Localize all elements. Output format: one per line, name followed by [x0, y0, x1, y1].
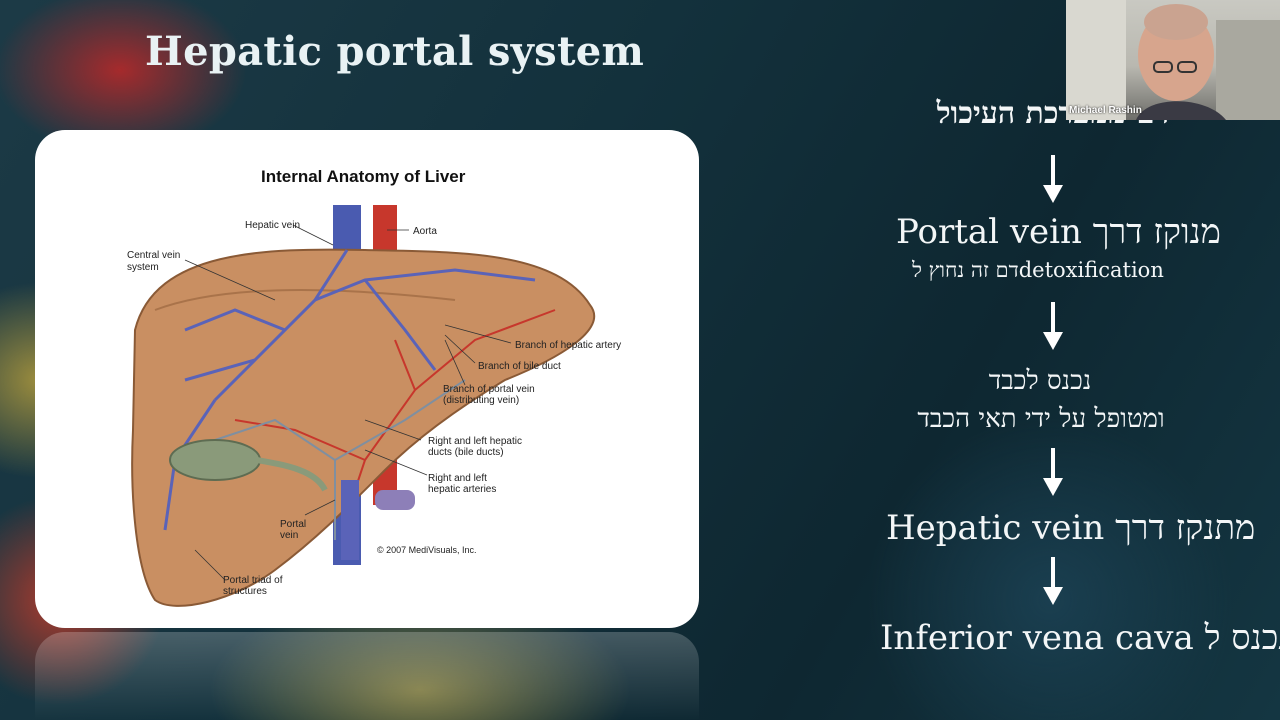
liver-figure-panel: Internal Anatomy of Liver [35, 130, 699, 628]
label-hepatic-vein: Hepatic vein [245, 220, 300, 231]
label-rl-arteries-1: Right and left [428, 473, 487, 484]
flow-step-4: Hepatic vein מתנקז דרך [886, 508, 1256, 548]
flow-step-2: Portal vein מנוקז דרך [896, 212, 1221, 252]
figure-reflection [35, 632, 699, 720]
down-arrow-icon [1043, 302, 1063, 350]
figure-title: Internal Anatomy of Liver [261, 167, 466, 186]
label-central-vein-1: Central vein [127, 250, 180, 261]
label-central-vein-2: system [127, 262, 159, 273]
label-rl-arteries-2: hepatic arteries [428, 484, 496, 495]
label-branch-hepatic-artery: Branch of hepatic artery [515, 340, 621, 351]
liver-shape [131, 248, 596, 607]
flow-step-3-line-1: נכנס לכבד [988, 366, 1092, 396]
label-portal-vein-1: Portal [280, 519, 306, 530]
participant-video [1066, 0, 1280, 120]
webcam-thumbnail[interactable]: Michael Rashin [1066, 0, 1280, 120]
label-branch-portal-1: Branch of portal vein [443, 384, 535, 395]
flow-step-3-line-2: ומטופל על ידי תאי הכבד [917, 404, 1165, 434]
label-portal-triad-1: Portal triad of [223, 575, 283, 586]
flow-step-2-note: דם זה נחוץ לdetoxification [912, 258, 1164, 282]
down-arrow-icon [1043, 448, 1063, 496]
flow-step-5: Inferior vena cava נכנס ל [880, 618, 1280, 658]
liver-anatomy-figure: Internal Anatomy of Liver [127, 167, 621, 607]
label-branch-bile-duct: Branch of bile duct [478, 361, 561, 372]
label-rl-ducts-2: ducts (bile ducts) [428, 447, 504, 458]
label-portal-vein-2: vein [280, 530, 298, 541]
label-aorta: Aorta [413, 226, 437, 237]
label-portal-triad-2: structures [223, 586, 267, 597]
label-branch-portal-2: (distributing vein) [443, 395, 519, 406]
portal-vein-shape [341, 480, 359, 560]
down-arrow-icon [1043, 155, 1063, 203]
down-arrow-icon [1043, 557, 1063, 605]
label-copyright: © 2007 MediVisuals, Inc. [377, 545, 477, 555]
label-rl-ducts-1: Right and left hepatic [428, 436, 522, 447]
slide-title: Hepatic portal system [145, 28, 645, 75]
gallbladder-shape [169, 439, 261, 481]
participant-name: Michael Rashin [1069, 105, 1142, 116]
